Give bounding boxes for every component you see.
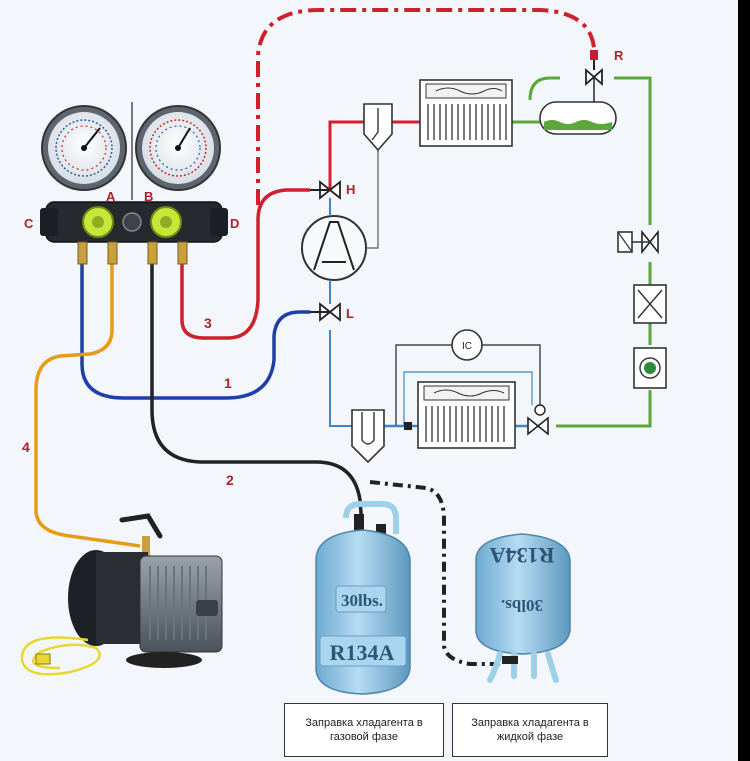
label-d: D bbox=[230, 216, 239, 231]
fitting-low bbox=[77, 241, 88, 265]
refrigerant-tank-gas: 30lbs. R134A bbox=[315, 501, 411, 695]
liquid-receiver bbox=[528, 76, 617, 135]
liquid-line bbox=[556, 76, 652, 428]
fitting-charge bbox=[147, 241, 158, 265]
fitting-high bbox=[177, 241, 188, 265]
service-valve-r[interactable] bbox=[585, 50, 603, 86]
expansion-valve bbox=[527, 404, 549, 436]
caption-gas-phase: Заправка хладагента в газовой фазе bbox=[284, 703, 444, 757]
fitting-vacuum bbox=[107, 241, 118, 265]
hose-label-2: 2 bbox=[226, 472, 234, 488]
gas-tank-weight: 30lbs. bbox=[341, 591, 383, 610]
sensor-line bbox=[403, 371, 533, 425]
hose-4-vacuum bbox=[34, 262, 141, 548]
low-pressure-gauge bbox=[41, 105, 127, 191]
suction-accumulator bbox=[351, 409, 385, 464]
suction-line bbox=[329, 330, 352, 427]
oil-return-line bbox=[366, 150, 379, 249]
discharge-line bbox=[328, 120, 372, 190]
compressor bbox=[301, 215, 367, 281]
evaporator bbox=[404, 381, 516, 449]
manifold-gauge[interactable] bbox=[40, 102, 228, 265]
oil-separator bbox=[363, 103, 393, 152]
right-border bbox=[738, 0, 750, 761]
high-pressure-gauge bbox=[135, 105, 221, 191]
sight-window bbox=[122, 212, 142, 232]
controller-label: IC bbox=[462, 341, 472, 352]
label-l: L bbox=[346, 306, 354, 321]
hose-2-liquid-extension bbox=[369, 480, 504, 666]
filter-drier bbox=[633, 284, 667, 324]
condenser bbox=[419, 79, 513, 147]
left-port bbox=[40, 208, 58, 236]
right-port bbox=[210, 208, 228, 236]
hose-3-high-pressure bbox=[180, 188, 310, 340]
hose-label-4: 4 bbox=[22, 439, 30, 455]
hose-label-1: 1 bbox=[224, 375, 232, 391]
label-c: C bbox=[24, 216, 34, 231]
hose-1-low-pressure bbox=[80, 262, 310, 400]
label-r: R bbox=[614, 48, 624, 63]
hose-label-3: 3 bbox=[204, 315, 212, 331]
vacuum-pump bbox=[68, 513, 223, 668]
caption-liquid-phase: Заправка хладагента в жидкой фазе bbox=[452, 703, 608, 757]
label-a: A bbox=[106, 189, 116, 204]
label-h: H bbox=[346, 182, 355, 197]
refrigerant-tank-liquid: R134A 30lbs. bbox=[475, 533, 571, 683]
service-valve-l[interactable] bbox=[310, 302, 341, 322]
liquid-tank-refrigerant: R134A bbox=[490, 543, 555, 568]
service-valve-h[interactable] bbox=[310, 180, 341, 200]
label-b: B bbox=[144, 189, 153, 204]
hose-2-charging bbox=[150, 262, 364, 527]
sight-glass bbox=[633, 347, 667, 389]
liquid-tank-weight: 30lbs. bbox=[501, 596, 543, 615]
power-cord bbox=[20, 636, 101, 676]
control-line bbox=[395, 344, 541, 425]
controller: IC bbox=[451, 329, 483, 361]
gas-tank-refrigerant: R134A bbox=[330, 640, 395, 665]
caption-liquid-phase-text: Заправка хладагента в жидкой фазе bbox=[471, 717, 589, 743]
solenoid-valve bbox=[617, 229, 659, 255]
caption-gas-phase-text: Заправка хладагента в газовой фазе bbox=[305, 717, 423, 743]
hose-3-extension bbox=[256, 8, 596, 205]
